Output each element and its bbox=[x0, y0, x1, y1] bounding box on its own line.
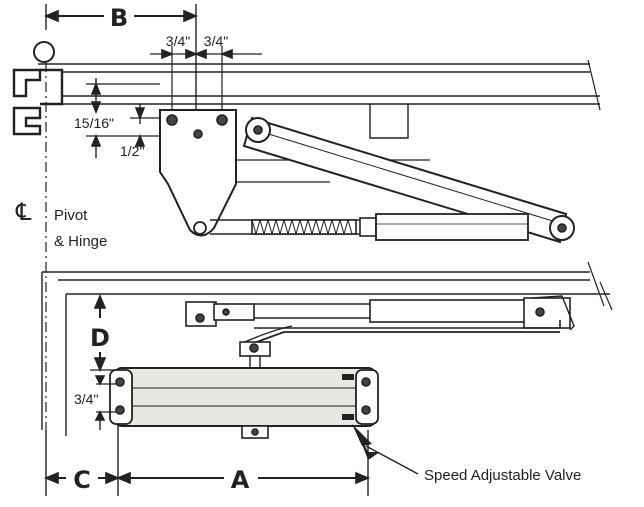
dim-a-label: A bbox=[231, 466, 250, 494]
valve-callout-label: Speed Adjustable Valve bbox=[424, 467, 581, 484]
top-frame-header bbox=[12, 41, 601, 183]
dim-d-label: D bbox=[90, 324, 110, 352]
three-quarter-dims bbox=[150, 46, 262, 118]
dim-one-half: 1/2" bbox=[120, 143, 144, 159]
closer-body bbox=[109, 367, 379, 439]
door-elevation-frame bbox=[41, 261, 613, 436]
dimension-d bbox=[90, 293, 116, 373]
valve-callout-arrow bbox=[352, 424, 419, 475]
arm-mounting-bracket bbox=[159, 109, 237, 237]
dim-three-quarter-side: 3/4" bbox=[74, 391, 98, 407]
dim-three-quarter-right: 3/4" bbox=[204, 33, 228, 49]
dimension-b bbox=[43, 4, 199, 150]
dim-fifteen-sixteenths: 15/16" bbox=[74, 115, 114, 131]
centerline-symbol: ℄ bbox=[15, 199, 32, 226]
main-arm-top bbox=[242, 116, 575, 244]
dim-three-quarter-left: 3/4" bbox=[166, 33, 190, 49]
dim-c-label: C bbox=[73, 466, 91, 494]
arm-assembly-elevation bbox=[185, 295, 575, 369]
hinge-label: & Hinge bbox=[54, 233, 107, 250]
dimension-c-a bbox=[43, 426, 371, 496]
dim-b-label: B bbox=[110, 4, 128, 32]
vertical-offset-dims bbox=[86, 78, 172, 158]
pivot-label: Pivot bbox=[54, 207, 88, 224]
dim-three-quarter-side-lines bbox=[94, 375, 116, 430]
forearm-spring-top bbox=[210, 213, 529, 241]
